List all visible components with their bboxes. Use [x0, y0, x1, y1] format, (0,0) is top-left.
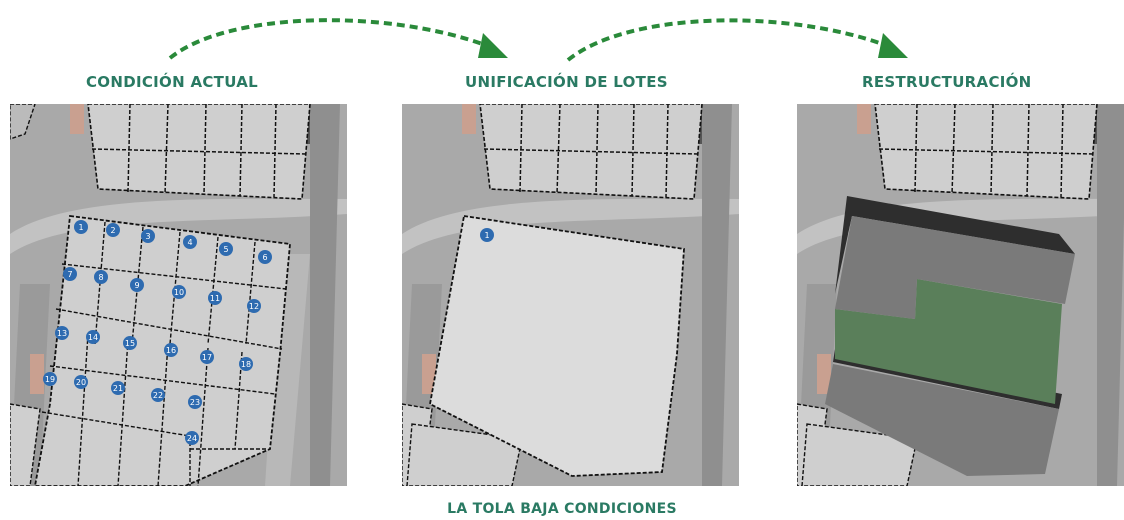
- footer-title: LA TOLA BAJA CONDICIONES: [447, 501, 677, 517]
- lot-marker[interactable]: 16: [164, 343, 178, 357]
- lot-marker[interactable]: 6: [258, 250, 272, 264]
- lot-marker[interactable]: 14: [86, 330, 100, 344]
- svg-text:1: 1: [484, 231, 489, 240]
- svg-text:19: 19: [45, 375, 55, 384]
- svg-text:24: 24: [187, 434, 197, 443]
- lot-marker[interactable]: 10: [172, 285, 186, 299]
- lot-marker[interactable]: 1: [480, 228, 494, 242]
- lot-marker[interactable]: 8: [94, 270, 108, 284]
- lot-marker[interactable]: 3: [141, 229, 155, 243]
- lot-marker[interactable]: 4: [183, 235, 197, 249]
- panel-restructuracion: [797, 104, 1124, 486]
- lot-marker[interactable]: 21: [111, 381, 125, 395]
- svg-text:7: 7: [67, 270, 72, 279]
- map-condicion-actual: 1 2 3 4 5 6 7 8 9 10 11 12 13 14 15 16 1…: [10, 104, 347, 486]
- svg-text:6: 6: [262, 253, 267, 262]
- svg-text:20: 20: [76, 378, 86, 387]
- lot-marker[interactable]: 23: [188, 395, 202, 409]
- lot-marker[interactable]: 13: [55, 326, 69, 340]
- lot-marker[interactable]: 24: [185, 431, 199, 445]
- arrow-1-to-2: [168, 18, 486, 60]
- unified-lot[interactable]: [428, 214, 685, 477]
- map-unificacion: 1: [402, 104, 739, 486]
- lot-marker[interactable]: 5: [219, 242, 233, 256]
- lot-markers: 1 2 3 4 5 6 7 8 9 10 11 12 13 14 15 16 1…: [43, 220, 272, 445]
- arrow-1-head: [478, 33, 508, 58]
- lot-marker[interactable]: 2: [106, 223, 120, 237]
- svg-text:13: 13: [57, 329, 67, 338]
- lot-marker[interactable]: 1: [74, 220, 88, 234]
- arrow-2-to-3: [566, 18, 886, 62]
- lot-marker[interactable]: 20: [74, 375, 88, 389]
- panel-condicion-actual: 1 2 3 4 5 6 7 8 9 10 11 12 13 14 15 16 1…: [10, 104, 347, 486]
- svg-text:3: 3: [145, 232, 150, 241]
- svg-text:15: 15: [125, 339, 135, 348]
- svg-text:11: 11: [210, 294, 220, 303]
- lot-marker[interactable]: 9: [130, 278, 144, 292]
- lot-marker[interactable]: 17: [200, 350, 214, 364]
- svg-text:23: 23: [190, 398, 200, 407]
- lot-marker[interactable]: 15: [123, 336, 137, 350]
- svg-text:18: 18: [241, 360, 251, 369]
- lot-marker[interactable]: 18: [239, 357, 253, 371]
- svg-text:10: 10: [174, 288, 184, 297]
- arrow-2-head: [878, 33, 908, 58]
- green-area[interactable]: [835, 279, 1062, 404]
- flow-arrows: [168, 18, 908, 62]
- svg-text:14: 14: [88, 333, 98, 342]
- svg-text:9: 9: [134, 281, 139, 290]
- svg-text:17: 17: [202, 353, 212, 362]
- svg-text:22: 22: [153, 391, 163, 400]
- panel-unificacion: 1: [402, 104, 739, 486]
- lot-marker[interactable]: 22: [151, 388, 165, 402]
- svg-text:21: 21: [113, 384, 123, 393]
- building-block[interactable]: [835, 216, 1075, 319]
- map-restructuracion: [797, 104, 1124, 486]
- stage-title-condicion-actual: CONDICIÓN ACTUAL: [86, 73, 258, 91]
- stage-title-restructuracion: RESTRUCTURACIÓN: [862, 73, 1032, 91]
- building-shadow: [835, 196, 1075, 294]
- lot-marker[interactable]: 11: [208, 291, 222, 305]
- lot-marker[interactable]: 19: [43, 372, 57, 386]
- svg-text:8: 8: [98, 273, 103, 282]
- svg-text:4: 4: [187, 238, 192, 247]
- lot-marker[interactable]: 12: [247, 299, 261, 313]
- svg-text:16: 16: [166, 346, 176, 355]
- stage-title-unificacion: UNIFICACIÓN DE LOTES: [465, 73, 668, 91]
- svg-text:1: 1: [78, 223, 83, 232]
- svg-text:2: 2: [110, 226, 115, 235]
- svg-text:12: 12: [249, 302, 259, 311]
- svg-text:5: 5: [223, 245, 228, 254]
- lot-marker[interactable]: 7: [63, 267, 77, 281]
- building-block[interactable]: [825, 364, 1059, 476]
